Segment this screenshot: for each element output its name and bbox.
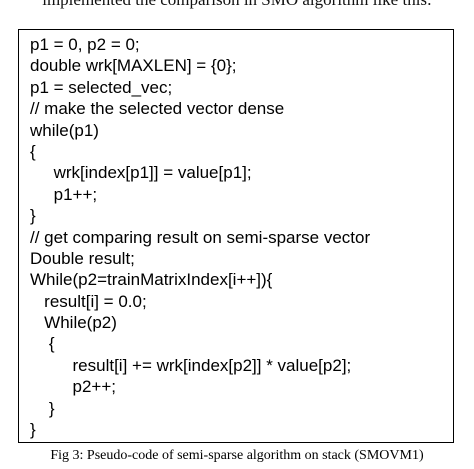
intro-text: implemented the comparison in SMO algori…	[0, 0, 474, 10]
code-line: While(p2)	[30, 313, 117, 333]
code-line: }	[30, 206, 36, 226]
code-line: Double result;	[30, 248, 135, 268]
code-comment-line: // make the selected vector dense	[30, 99, 285, 119]
code-line: {	[30, 334, 55, 354]
code-listing-box: p1 = 0, p2 = 0; double wrk[MAXLEN] = {0}…	[18, 29, 454, 443]
code-listing: p1 = 0, p2 = 0; double wrk[MAXLEN] = {0}…	[30, 34, 370, 440]
code-line: p1++;	[30, 184, 98, 204]
code-line: p1 = 0, p2 = 0;	[30, 35, 140, 54]
code-line: p2++;	[30, 377, 117, 397]
code-line: }	[30, 398, 55, 418]
figure-caption: Fig 3: Pseudo-code of semi-sparse algori…	[50, 448, 424, 463]
code-line: p1 = selected_vec;	[30, 77, 173, 97]
code-line: }	[30, 420, 36, 440]
code-line: while(p1)	[30, 120, 99, 140]
code-line: result[i] += wrk[index[p2]] * value[p2];	[30, 355, 352, 375]
code-line: wrk[index[p1]] = value[p1];	[30, 163, 252, 183]
code-line: double wrk[MAXLEN] = {0};	[30, 56, 237, 76]
code-line: result[i] = 0.0;	[30, 291, 147, 311]
code-line: While(p2=trainMatrixIndex[i++]){	[30, 270, 273, 290]
code-comment-line: // get comparing result on semi-sparse v…	[30, 227, 371, 247]
code-line: {	[30, 141, 36, 161]
